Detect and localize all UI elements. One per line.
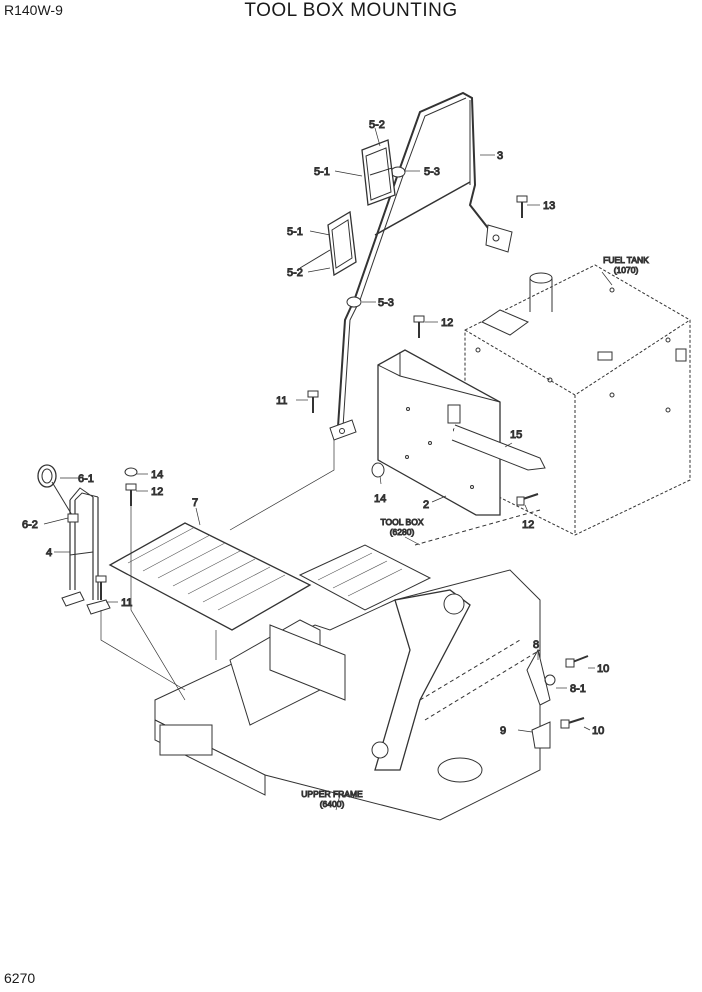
model-number: R140W-9 <box>4 2 63 18</box>
page-number: 6270 <box>4 970 36 986</box>
callout-7: 7 <box>192 497 198 509</box>
callout-10-top: 10 <box>597 663 609 675</box>
callout-8-1: 8-1 <box>570 683 586 695</box>
callout-5-2-mid: 5-2 <box>287 267 303 279</box>
callout-12-top: 12 <box>441 317 453 329</box>
tool-box-drawing <box>371 349 546 516</box>
callout-11-bottom: 11 <box>121 597 132 609</box>
callout-6-2: 6-2 <box>22 519 38 531</box>
callout-5-1-mid: 5-1 <box>287 226 303 238</box>
callout-6-1: 6-1 <box>78 473 94 485</box>
callout-12-left: 12 <box>151 486 163 498</box>
upper-frame-label: UPPER FRAME <box>301 789 363 799</box>
callout-5-2-top: 5-2 <box>369 119 385 131</box>
reference-labels: FUEL TANK (1070) TOOL BOX (6280) UPPER F… <box>301 255 650 810</box>
callout-11-left: 11 <box>276 395 287 407</box>
handrail-mirror-drawing <box>299 91 513 441</box>
callout-3: 3 <box>497 150 503 162</box>
callout-10-bottom: 10 <box>592 725 604 737</box>
cover-plate-drawing <box>108 522 312 631</box>
callout-2: 2 <box>423 499 429 511</box>
callout-15: 15 <box>510 429 522 441</box>
tool-box-page-ref: (6280) <box>390 527 415 537</box>
callout-5-3-mid: 5-3 <box>378 297 394 309</box>
callout-5-3-top: 5-3 <box>424 166 440 178</box>
upper-frame-page-ref: (6400) <box>320 799 345 809</box>
callout-4: 4 <box>46 547 52 559</box>
page-title: TOOL BOX MOUNTING <box>244 0 458 21</box>
callout-5-1-top: 5-1 <box>314 166 330 178</box>
callout-labels: 5-2 5-1 5-3 3 13 5-1 5-2 5-3 12 11 15 6-… <box>22 119 610 738</box>
callout-14-left: 14 <box>151 469 163 481</box>
fuel-tank-page-ref: (1070) <box>614 265 639 275</box>
tool-box-label: TOOL BOX <box>381 517 424 527</box>
callout-13: 13 <box>543 200 555 212</box>
bolt-drawings <box>95 195 589 729</box>
fuel-tank-label: FUEL TANK <box>603 255 649 265</box>
callout-14-mid: 14 <box>374 493 386 505</box>
leader-lines <box>43 127 613 811</box>
mirror-handrail-4-drawing <box>37 464 111 615</box>
callout-9: 9 <box>500 725 506 737</box>
callout-12-right: 12 <box>522 519 534 531</box>
upper-frame-drawing <box>154 509 556 821</box>
callout-8: 8 <box>533 639 539 651</box>
